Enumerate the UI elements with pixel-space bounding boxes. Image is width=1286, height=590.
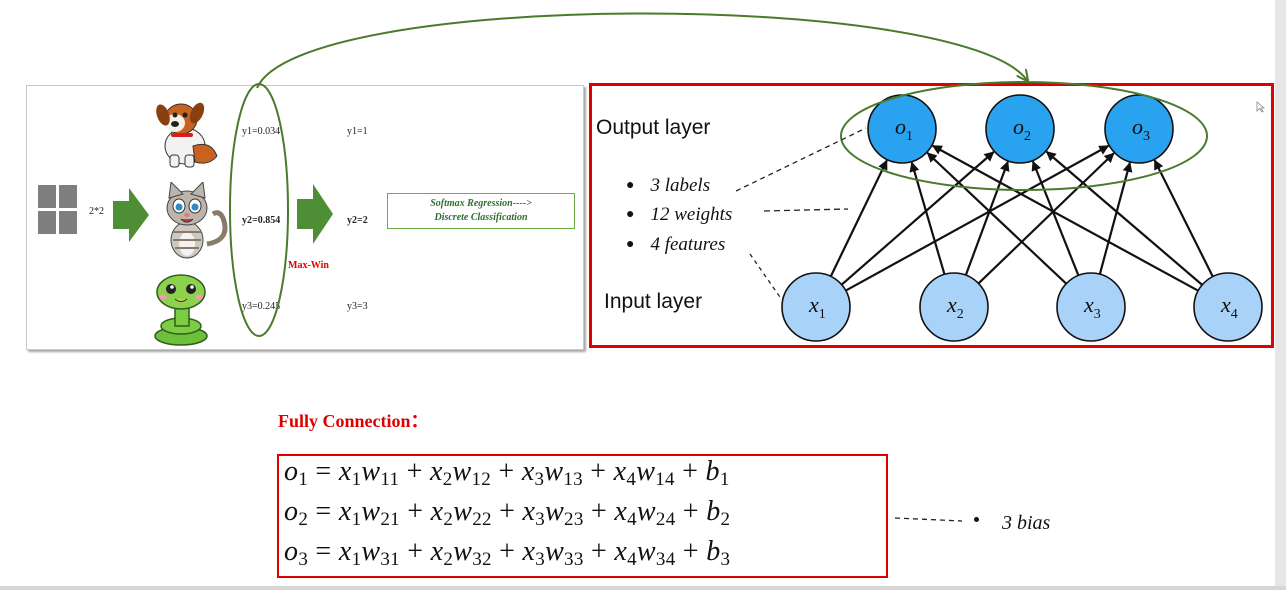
edge-x1-o3 [845, 144, 1110, 292]
network-edges [829, 144, 1214, 292]
bullet-weights: ●12 weights [626, 204, 733, 225]
output-layer-ellipse [840, 81, 1208, 191]
bullet-labels-text: 3 labels [650, 175, 711, 196]
label-y2: y2=2 [347, 215, 368, 226]
slide-bottom-edge [0, 586, 1286, 590]
max-win-label: Max-Win [288, 260, 329, 271]
input-node-x1: x1 [781, 272, 851, 342]
label-y1: y1=1 [347, 126, 368, 137]
equation-o3: o3 = x1w31 + x2w32 + x3w33 + x4w34 + b3 [284, 536, 731, 570]
features-dashed-leader [749, 253, 783, 301]
input-size-label: 2*2 [89, 206, 104, 217]
edge-x4-o2 [1045, 150, 1203, 286]
edge-x1-o1 [829, 159, 888, 277]
bullet-weights-text: 12 weights [650, 204, 733, 225]
equations-box: o1 = x1w11 + x2w12 + x3w13 + x4w14 + b1 … [277, 454, 888, 578]
softmax-caption-box: Softmax Regression----> Discrete Classif… [387, 193, 575, 229]
bias-bullet [974, 517, 979, 522]
output-node-o3: o3 [1104, 94, 1174, 164]
edge-x4-o1 [931, 144, 1199, 292]
green-connector-arc [256, 12, 1027, 89]
edge-x3-o1 [926, 152, 1068, 285]
softmax-caption-line2: Discrete Classification [434, 212, 528, 223]
bias-dashed-leader [894, 517, 963, 522]
snake-illustration [154, 274, 208, 346]
edge-x1-o2 [840, 151, 995, 286]
input-grid-icon [38, 185, 78, 235]
fully-connection-title: Fully Connection： [278, 411, 429, 431]
score-y2: y2=0.854 [242, 215, 281, 226]
equation-o2: o2 = x1w21 + x2w22 + x3w23 + x4w24 + b2 [284, 496, 731, 530]
label-y3: y3=3 [347, 301, 368, 312]
bullet-features-text: 4 features [650, 234, 726, 255]
output-layer-label: Output layer [596, 116, 711, 139]
edge-x2-o3 [977, 152, 1115, 285]
softmax-caption-line1: Softmax Regression----> [430, 198, 532, 209]
window-scrollbar-gutter [1275, 0, 1286, 590]
score-y3: y3=0.245 [242, 301, 281, 312]
dog-illustration [156, 102, 218, 168]
input-node-x2: x2 [919, 272, 989, 342]
bias-label: 3 bias [1002, 512, 1051, 534]
edge-x2-o2 [964, 160, 1010, 276]
arrow-right-icon [297, 184, 333, 244]
bullet-features: ●4 features [626, 234, 726, 255]
edge-x3-o2 [1031, 160, 1080, 276]
mouse-cursor-icon [1256, 101, 1266, 113]
classification-panel: 2*2 [26, 85, 584, 350]
arrow-right-icon [113, 188, 149, 242]
edge-x4-o3 [1153, 159, 1214, 278]
output-node-o1: o1 [867, 94, 937, 164]
output-node-o2: o2 [985, 94, 1055, 164]
score-y1: y1=0.034 [242, 126, 281, 137]
equation-o1: o1 = x1w11 + x2w12 + x3w13 + x4w14 + b1 [284, 456, 730, 490]
input-node-x4: x4 [1193, 272, 1263, 342]
edge-x2-o1 [909, 161, 946, 275]
input-layer-label: Input layer [604, 290, 703, 313]
bullet-labels: ●3 labels [626, 175, 711, 196]
scores-highlight-ellipse [229, 83, 289, 337]
input-node-x3: x3 [1056, 272, 1126, 342]
cat-illustration [166, 182, 228, 259]
network-nodes: o1 o2 o3 x1 x2 x3 x4 [781, 94, 1263, 342]
labels-dashed-leader [735, 127, 867, 192]
weights-dashed-leader [763, 208, 849, 212]
